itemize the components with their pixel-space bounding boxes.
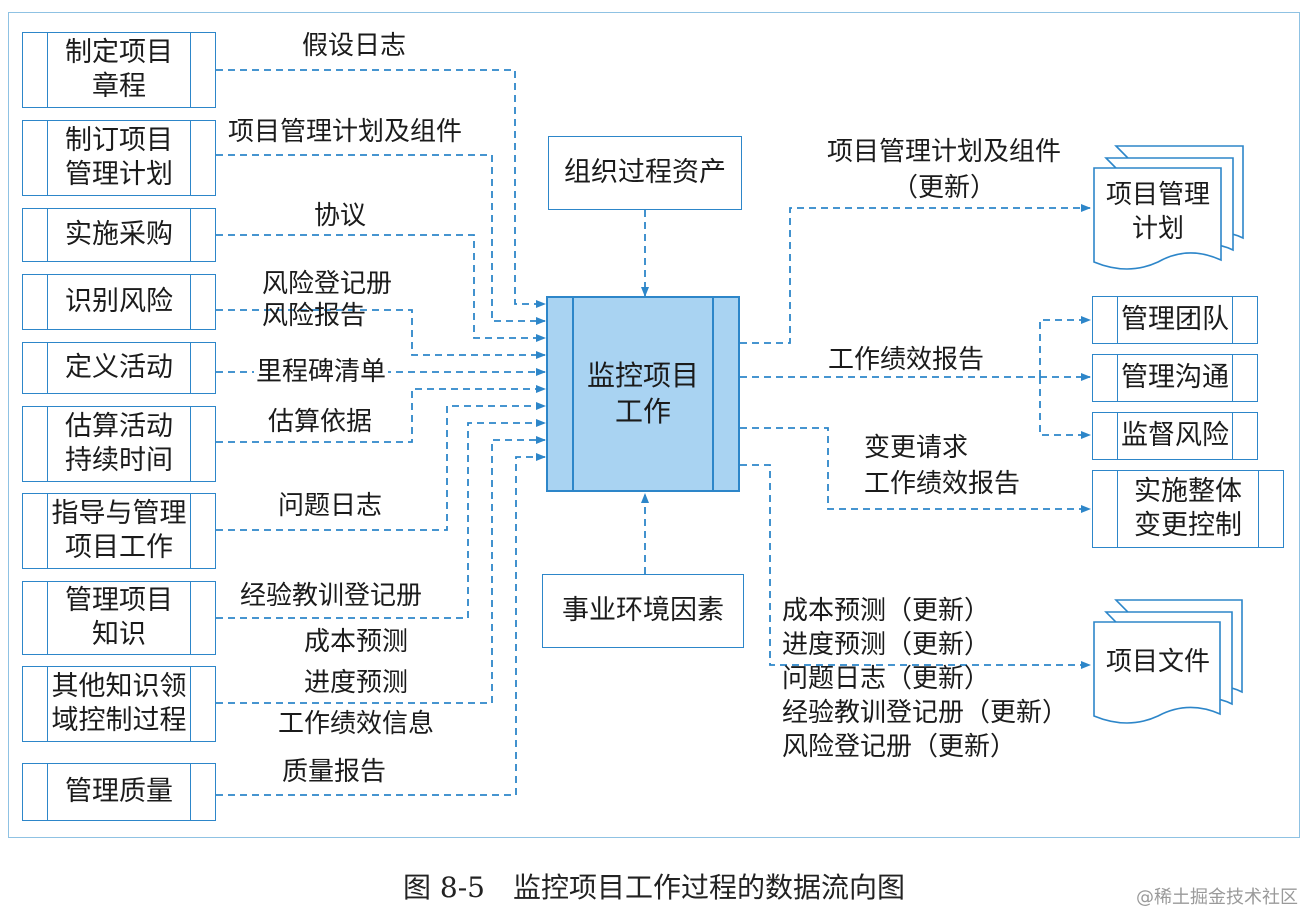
label-assumption-log: 假设日志 — [302, 31, 407, 61]
arrow-risk-monitor — [1039, 377, 1091, 439]
arrow-issue-log — [216, 402, 546, 531]
arrow-team — [1039, 316, 1091, 377]
monitor-control-work-box: 监控项目 工作 — [546, 296, 740, 492]
input-box-manage-knowledge: 管理项目 知识 — [22, 581, 216, 655]
monitor-risks-box: 监督风险 — [1092, 412, 1258, 460]
manage-team-box: 管理团队 — [1092, 296, 1258, 344]
input-box-other-control: 其他知识领 域控制过程 — [22, 666, 216, 742]
diagram-frame — [8, 12, 1300, 838]
arrow-quality — [216, 453, 546, 796]
plan-doc-front — [1093, 167, 1222, 270]
label-docs-updates: 成本预测（更新） 进度预测（更新） 问题日志（更新） 经验教训登记册（更新） 风… — [782, 596, 1069, 762]
watermark: @稀土掘金技术社区 — [1136, 887, 1298, 908]
label-pm-plan-components: 项目管理计划及组件 — [228, 117, 463, 147]
files-doc-front — [1093, 621, 1221, 724]
arrow-assumption-log — [216, 69, 546, 308]
input-box-identify-risks: 识别风险 — [22, 274, 216, 330]
label-lessons-register: 经验教训登记册 — [240, 581, 423, 611]
label-issue-log: 问题日志 — [278, 491, 383, 521]
figure-caption: 图 8-5 监控项目工作过程的数据流向图 — [403, 871, 905, 904]
integrated-change-control-box: 实施整体 变更控制 — [1092, 470, 1284, 548]
input-box-define-activities: 定义活动 — [22, 342, 216, 394]
label-milestone-list: 里程碑清单 — [254, 354, 389, 390]
input-box-direct-manage-work: 指导与管理 项目工作 — [22, 493, 216, 569]
arrow-lessons — [216, 419, 546, 619]
arrow-estimates — [216, 385, 546, 443]
label-plan-update: 项目管理计划及组件 （更新） — [826, 137, 1061, 203]
org-process-assets-box: 组织过程资产 — [548, 136, 742, 210]
label-quality-reports: 质量报告 — [282, 757, 387, 787]
label-agreements: 协议 — [314, 201, 367, 231]
project-documents: 项目文件 — [1105, 647, 1210, 677]
arrow-docs — [740, 464, 1091, 669]
input-box-estimate-durations: 估算活动 持续时间 — [22, 406, 216, 482]
input-box-manage-quality: 管理质量 — [22, 763, 216, 821]
label-change-requests: 变更请求 工作绩效报告 — [864, 433, 1021, 499]
label-estimate-basis: 估算依据 — [268, 407, 373, 437]
input-box-develop-charter: 制定项目 章程 — [22, 32, 216, 108]
input-box-conduct-procurements: 实施采购 — [22, 208, 216, 262]
arrow-other-control — [216, 436, 546, 704]
arrow-risk — [216, 309, 546, 359]
arrow-pm-plan — [216, 154, 546, 325]
pm-plan-document: 项目管理 计划 — [1105, 180, 1210, 244]
label-risk-register-report: 风险登记册 风险报告 — [262, 269, 393, 331]
arrow-agreements — [216, 234, 546, 342]
manage-comm-box: 管理沟通 — [1092, 354, 1258, 402]
label-forecasts-perf-info: 成本预测 进度预测 工作绩效信息 — [278, 627, 435, 739]
input-box-develop-pm-plan: 制订项目 管理计划 — [22, 120, 216, 196]
label-work-perf-report: 工作绩效报告 — [828, 345, 985, 375]
arrow-plan-update — [740, 204, 1091, 344]
enterprise-env-factors-box: 事业环境因素 — [542, 574, 744, 648]
arrow-change — [740, 427, 1091, 513]
